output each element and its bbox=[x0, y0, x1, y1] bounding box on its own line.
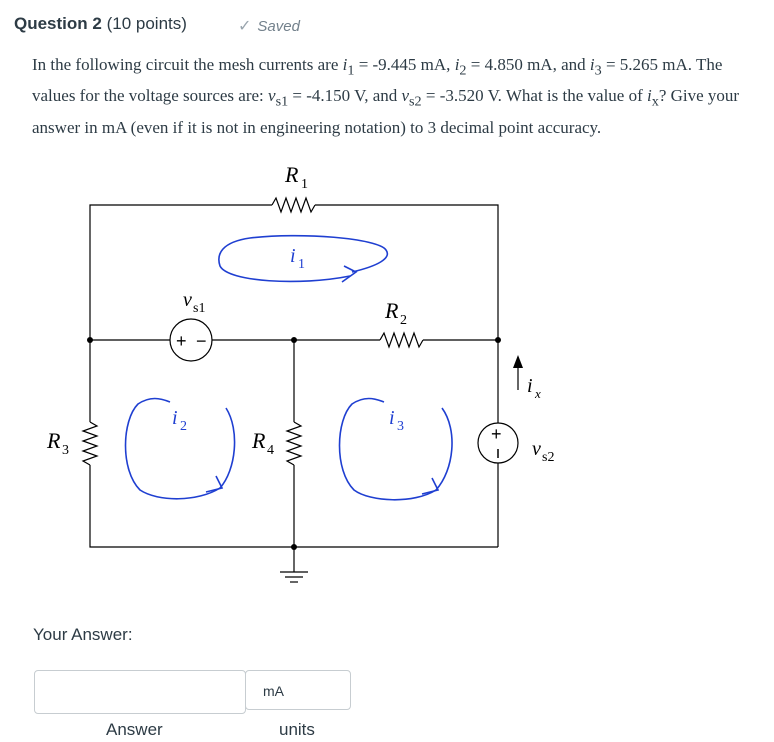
svg-text:3: 3 bbox=[62, 443, 69, 458]
svg-text:3: 3 bbox=[397, 419, 404, 434]
answer-input[interactable] bbox=[34, 670, 246, 714]
label-r2: R bbox=[384, 298, 399, 323]
svg-text:2: 2 bbox=[180, 419, 187, 434]
checkmark-icon: ✓ bbox=[238, 18, 252, 35]
svg-text:2: 2 bbox=[400, 313, 407, 328]
svg-text:s2: s2 bbox=[542, 450, 554, 465]
circuit-wires bbox=[81, 196, 519, 583]
answer-caption: Answer bbox=[106, 720, 163, 739]
saved-status: ✓ Saved bbox=[238, 16, 300, 36]
ix-arrow-icon bbox=[513, 355, 523, 368]
svg-text:x: x bbox=[534, 386, 541, 401]
label-i2: i bbox=[172, 407, 178, 429]
label-r1: R bbox=[284, 162, 299, 187]
label-ix: i bbox=[527, 375, 533, 397]
saved-label: Saved bbox=[257, 17, 300, 35]
circuit-nodes bbox=[87, 337, 501, 550]
your-answer-label: Your Answer: bbox=[33, 625, 133, 644]
question-points: (10 points) bbox=[106, 14, 187, 33]
svg-text:4: 4 bbox=[267, 443, 274, 458]
question-header: Question 2 (10 points) bbox=[14, 14, 187, 34]
question-text: In the following circuit the mesh curren… bbox=[32, 55, 740, 137]
mesh-loops bbox=[124, 234, 453, 501]
label-vs1: v bbox=[183, 289, 192, 311]
label-i3: i bbox=[389, 407, 395, 429]
vs1-plus: + bbox=[176, 331, 187, 351]
units-input[interactable]: mA bbox=[245, 670, 351, 710]
vs2-plus: + bbox=[491, 424, 502, 444]
svg-text:1: 1 bbox=[301, 177, 308, 192]
label-r3: R bbox=[46, 428, 61, 453]
units-caption: units bbox=[279, 720, 315, 739]
vs1-minus: − bbox=[196, 331, 207, 351]
question-title: Question 2 bbox=[14, 14, 102, 33]
label-vs2: v bbox=[532, 438, 541, 460]
svg-text:1: 1 bbox=[298, 257, 305, 272]
label-r4: R bbox=[251, 428, 266, 453]
label-i1: i bbox=[290, 245, 296, 267]
svg-text:s1: s1 bbox=[193, 301, 205, 316]
